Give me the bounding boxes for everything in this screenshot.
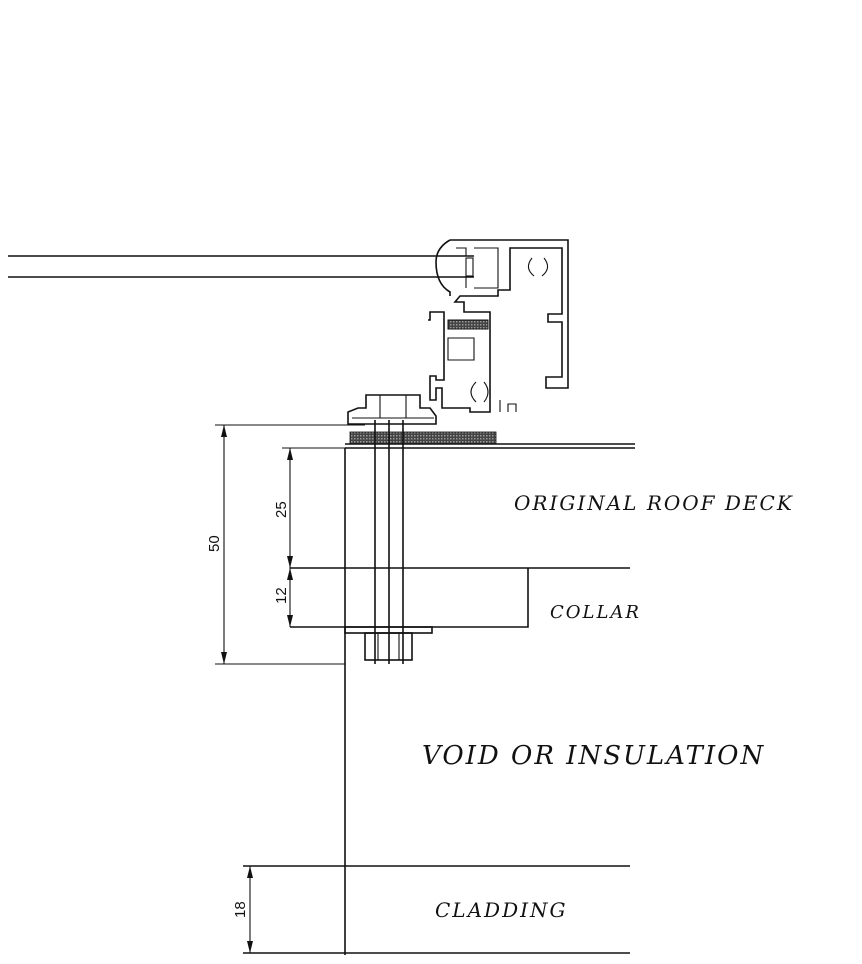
- dimension-12: 12: [273, 587, 290, 604]
- bolt-shank: [344, 420, 404, 955]
- dimension-lines: [215, 424, 365, 953]
- label-collar: COLLAR: [550, 602, 641, 623]
- seal-strip: [349, 431, 497, 445]
- dimension-25: 25: [273, 501, 290, 518]
- aluminium-glazing-bar-profile: [428, 239, 569, 413]
- bolt-head: [347, 394, 437, 425]
- dimension-50: 50: [206, 535, 223, 552]
- label-cladding: CLADDING: [435, 898, 567, 922]
- roof-deck: [290, 443, 635, 569]
- label-original-roof-deck: ORIGINAL ROOF DECK: [514, 491, 794, 515]
- label-void-or-insulation: VOID OR INSULATION: [422, 741, 765, 771]
- cladding: [243, 865, 630, 954]
- dimension-18: 18: [232, 901, 249, 918]
- glass-panel: [8, 255, 474, 278]
- collar: [290, 568, 529, 661]
